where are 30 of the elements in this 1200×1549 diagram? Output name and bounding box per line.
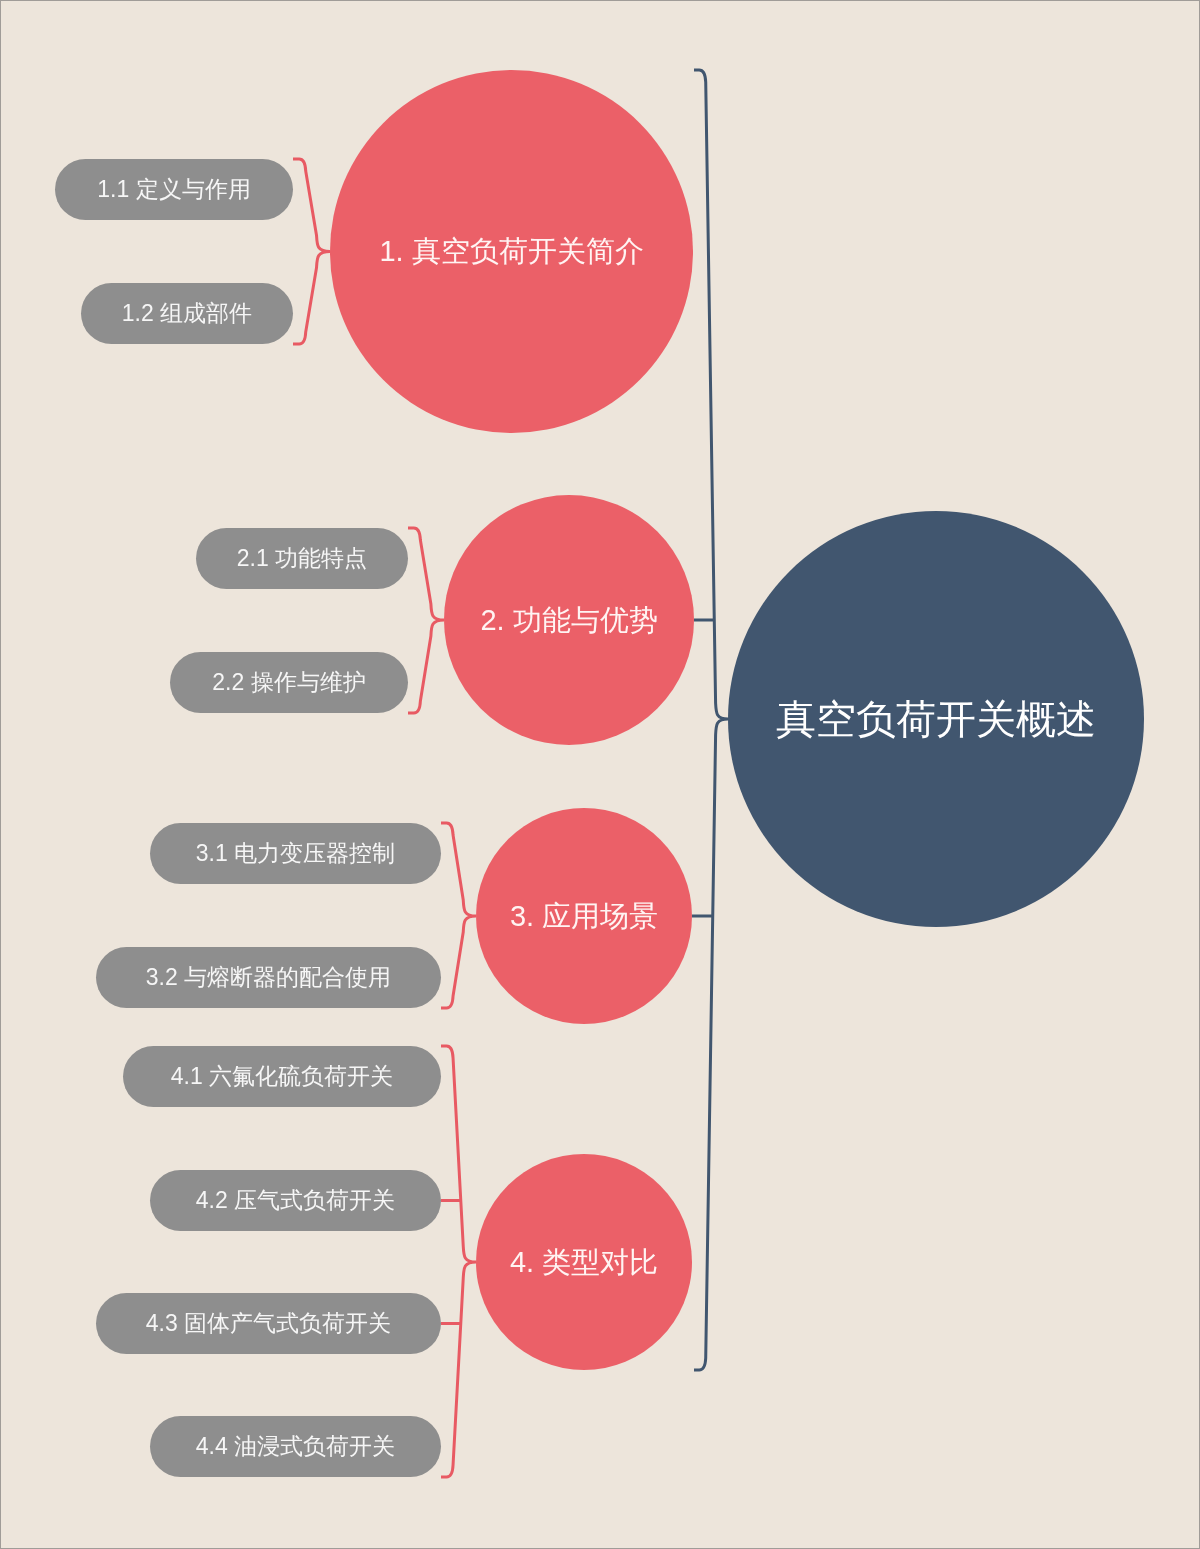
subtopic-pill (55, 159, 293, 220)
subtopic-text: 1.2 组成部件 (121, 299, 253, 328)
subtopic-text: 3.1 电力变压器控制 (195, 839, 396, 868)
subtopic-pill (96, 947, 441, 1008)
topic-text: 2. 功能与优势 (480, 602, 658, 638)
subtopic-pill (150, 1416, 441, 1477)
brace-connector (406, 526, 446, 715)
subtopic-text: 3.2 与熔断器的配合使用 (145, 963, 392, 992)
subtopic-pill (150, 823, 441, 884)
subtopic-text: 1.1 定义与作用 (97, 175, 251, 204)
subtopic-text: 4.2 压气式负荷开关 (195, 1186, 396, 1215)
subtopic-pill (81, 283, 293, 344)
central-topic-text: 真空负荷开关概述 (776, 696, 1096, 743)
subtopic-text: 4.4 油浸式负荷开关 (195, 1432, 396, 1461)
subtopic-text: 2.2 操作与维护 (212, 668, 366, 697)
brace-connector (291, 157, 332, 346)
subtopic-pill (150, 1170, 441, 1231)
subtopic-text: 2.1 功能特点 (236, 544, 368, 573)
brace-connector (439, 1044, 478, 1479)
subtopic-pill (96, 1293, 441, 1354)
topic-text: 3. 应用场景 (509, 898, 659, 934)
subtopic-pill (170, 652, 408, 713)
subtopic-text: 4.3 固体产气式负荷开关 (145, 1309, 392, 1338)
subtopic-text: 4.1 六氟化硫负荷开关 (170, 1062, 394, 1091)
topic-text: 1. 真空负荷开关简介 (379, 234, 644, 269)
brace-connector (690, 68, 730, 1372)
subtopic-pill (123, 1046, 441, 1107)
brace-connector (439, 821, 478, 1010)
topic-text: 4. 类型对比 (509, 1244, 659, 1280)
subtopic-pill (196, 528, 408, 589)
